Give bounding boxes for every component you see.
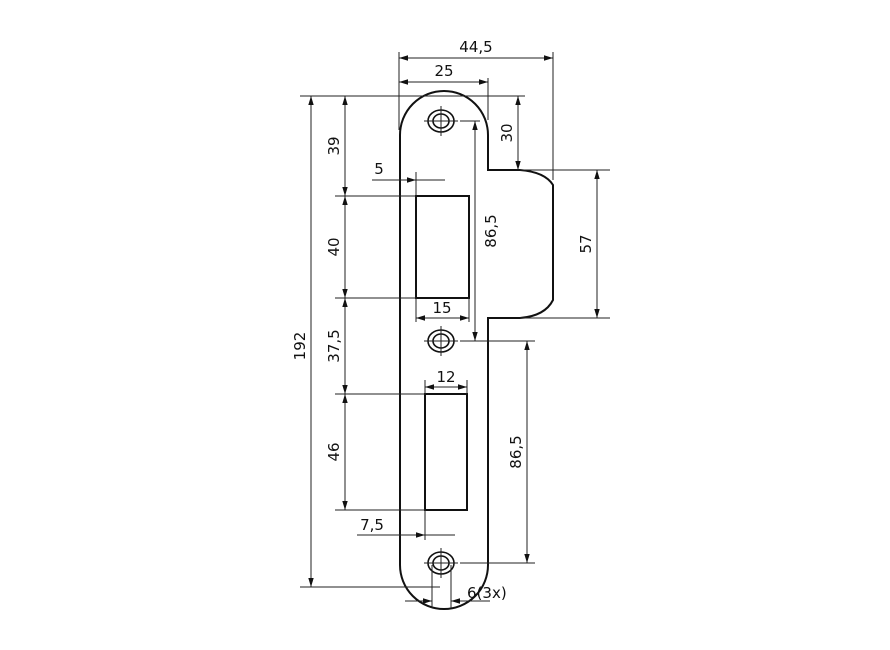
plate-outline (399, 90, 554, 610)
screw-hole-top (424, 106, 458, 136)
dim-lip-height: 57 (577, 234, 595, 253)
dim-hole-spacing-upper: 86,5 (482, 214, 500, 247)
dim-slot2-width: 12 (436, 368, 455, 386)
dim-top-to-lip: 30 (498, 123, 516, 142)
dim-overall-height: 192 (291, 332, 309, 361)
screw-hole-bottom (424, 548, 458, 578)
lower-slot (424, 393, 468, 511)
dimension-lines (308, 55, 600, 604)
dim-slot1-width: 15 (432, 299, 451, 317)
dim-slot1-height: 40 (325, 237, 343, 256)
dim-hole-diameter: 6(3x) (467, 584, 507, 602)
dim-hole-spacing-lower: 86,5 (507, 435, 525, 468)
dim-top-to-slot1: 39 (325, 136, 343, 155)
dim-overall-width: 44,5 (459, 38, 492, 56)
upper-slot (415, 195, 470, 299)
dim-slot2-offset: 7,5 (360, 516, 384, 534)
dim-slot2-height: 46 (325, 442, 343, 461)
dim-slot1-offset: 5 (374, 160, 384, 178)
dim-plate-width: 25 (434, 62, 453, 80)
extension-lines (300, 52, 610, 608)
screw-hole-middle (424, 326, 458, 356)
dim-slot1-to-slot2: 37,5 (325, 329, 343, 362)
